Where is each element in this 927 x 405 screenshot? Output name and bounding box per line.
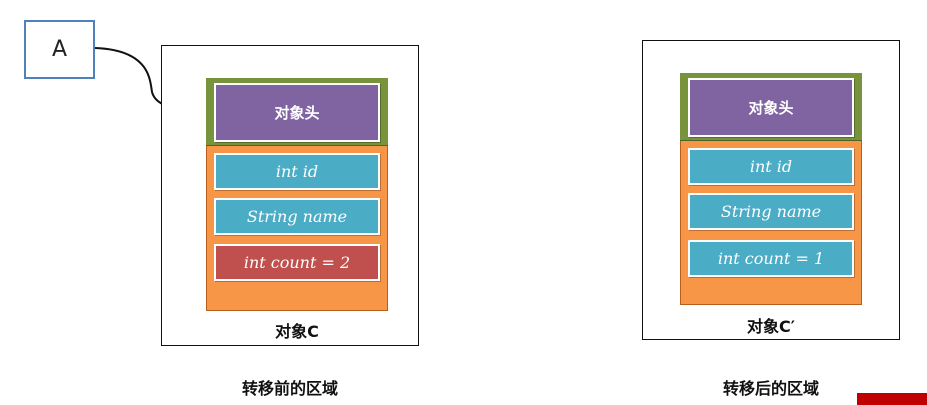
caption-before: 转移前的区域: [241, 379, 338, 398]
object-c-prime-field-count: int count = 1: [688, 240, 854, 277]
object-c-prime-field-name-label: String name: [720, 202, 822, 221]
object-c-prime-field-count-label: int count = 1: [717, 249, 825, 268]
object-c-prime-field-id: int id: [688, 148, 854, 185]
object-c-field-id: int id: [214, 153, 380, 190]
object-c-prime-header-label: 对象头: [748, 99, 794, 117]
object-c-prime-header: 对象头: [688, 78, 854, 137]
object-c-prime-field-name: String name: [688, 193, 854, 230]
object-c-prime-label: 对象C′: [747, 317, 795, 336]
watermark: [857, 393, 927, 405]
caption-after: 转移后的区域: [722, 379, 819, 398]
object-c-field-count-label: int count = 2: [243, 253, 351, 272]
object-c-label: 对象C: [275, 322, 319, 341]
object-c-field-id-label: int id: [275, 162, 319, 181]
object-c-header: 对象头: [214, 83, 380, 142]
object-c-header-label: 对象头: [274, 104, 320, 122]
reference-a-box: A: [24, 20, 95, 79]
object-c-field-name-label: String name: [246, 207, 348, 226]
object-c-field-name: String name: [214, 198, 380, 235]
object-c-prime-field-id-label: int id: [749, 157, 793, 176]
object-c-field-count: int count = 2: [214, 244, 380, 281]
reference-a-label: A: [51, 37, 68, 62]
